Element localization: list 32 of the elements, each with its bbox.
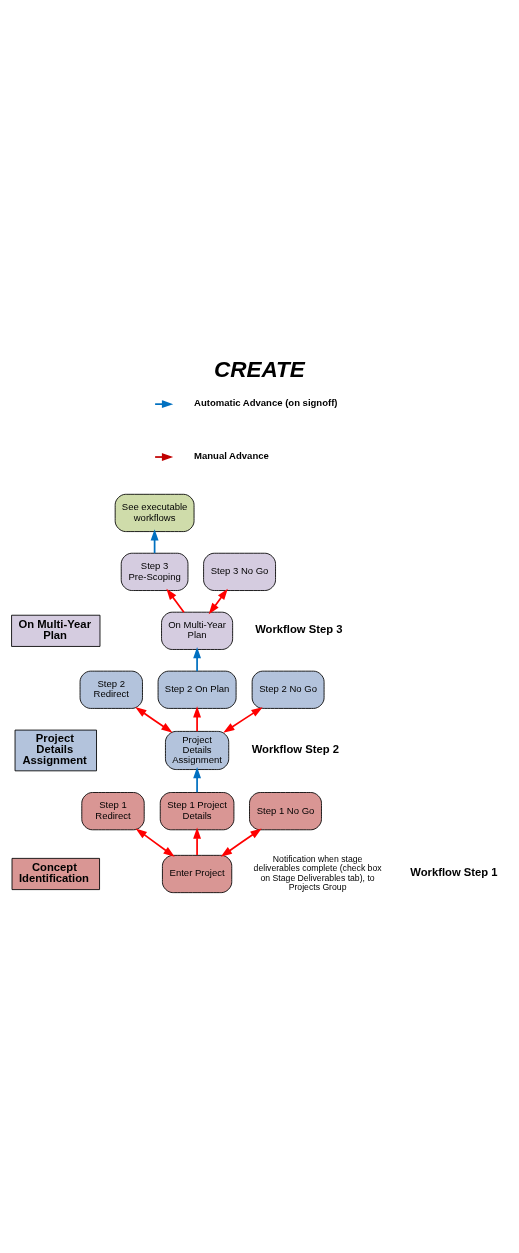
- label: Workflow Step 1: [410, 866, 498, 879]
- arrow: [166, 588, 185, 614]
- node-box: Step 2 No Go: [251, 670, 325, 709]
- label: Workflow Step 3: [255, 622, 343, 635]
- label: Workflow Step 2: [251, 742, 340, 755]
- node-box: Project Details Assignment: [14, 729, 97, 772]
- node-box: See executable workflows: [114, 493, 195, 532]
- arrow: [193, 767, 202, 794]
- node-box: Step 2 Redirect: [79, 670, 143, 709]
- arrow: [193, 827, 202, 856]
- node-box: Step 2 On Plan: [157, 670, 237, 709]
- node-box: Step 3 No Go: [203, 552, 276, 591]
- node-box: Concept Identification: [11, 857, 100, 891]
- node-box: On Multi-Year Plan: [11, 614, 101, 647]
- arrow: [193, 706, 202, 733]
- node-box: Step 1 Redirect: [81, 792, 145, 831]
- node-box: Step 3 Pre-Scoping: [120, 552, 189, 591]
- arrow: [135, 707, 173, 733]
- diagram-title: CREATE: [213, 357, 305, 383]
- arrow: [193, 647, 202, 672]
- node-box: On Multi-Year Plan: [161, 611, 234, 650]
- legend-label: Automatic Advance (on signoff): [194, 396, 338, 408]
- legend-label: Manual Advance: [194, 449, 269, 461]
- arrow: [208, 588, 228, 615]
- arrow: [135, 828, 175, 857]
- arrow: [223, 707, 263, 733]
- node-box: Project Details Assignment: [165, 730, 230, 770]
- label: Notification when stage deliverables complete (check box on Stage Deliverables tab), to Projects Group: [253, 853, 382, 893]
- node-box: Step 1 Project Details: [159, 792, 235, 831]
- node-box: Enter Project: [161, 854, 233, 894]
- arrow: [220, 828, 262, 857]
- node-box: Step 1 No Go: [249, 792, 322, 831]
